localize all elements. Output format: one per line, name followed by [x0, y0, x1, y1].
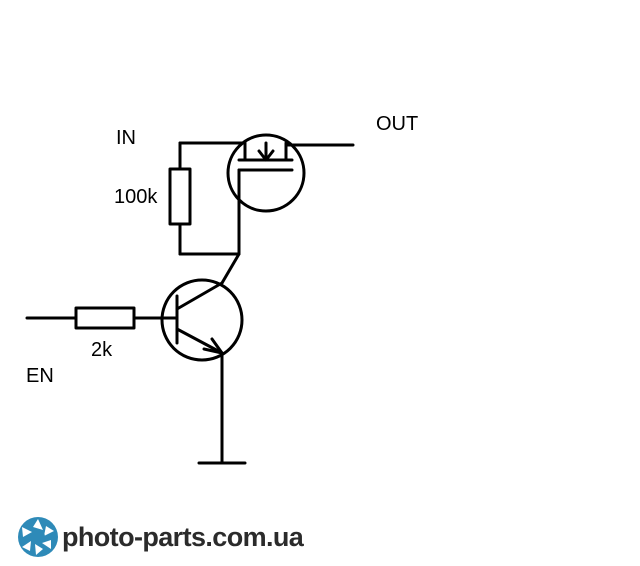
- watermark-logo: photo-parts.com.ua: [16, 514, 304, 560]
- pmos-body-circle: [226, 133, 306, 213]
- pullup-resistor: [168, 167, 192, 226]
- npn-emitter-leg: [175, 327, 224, 355]
- npn-collector-leg: [175, 281, 224, 311]
- npn-body-circle: [160, 278, 244, 362]
- camera-aperture-icon: [18, 517, 58, 557]
- in-label: IN: [116, 127, 136, 149]
- out-label: OUT: [376, 113, 419, 135]
- pullup-resistor-label: 100k: [114, 186, 158, 208]
- base-resistor: [74, 306, 136, 330]
- watermark-text: photo-parts.com.ua: [62, 521, 304, 552]
- pmos-transistor: [226, 133, 306, 225]
- en-label: EN: [26, 365, 54, 387]
- npn-transistor: [160, 278, 244, 362]
- base-resistor-label: 2k: [91, 339, 113, 361]
- pmos-body-arrow: [257, 149, 275, 162]
